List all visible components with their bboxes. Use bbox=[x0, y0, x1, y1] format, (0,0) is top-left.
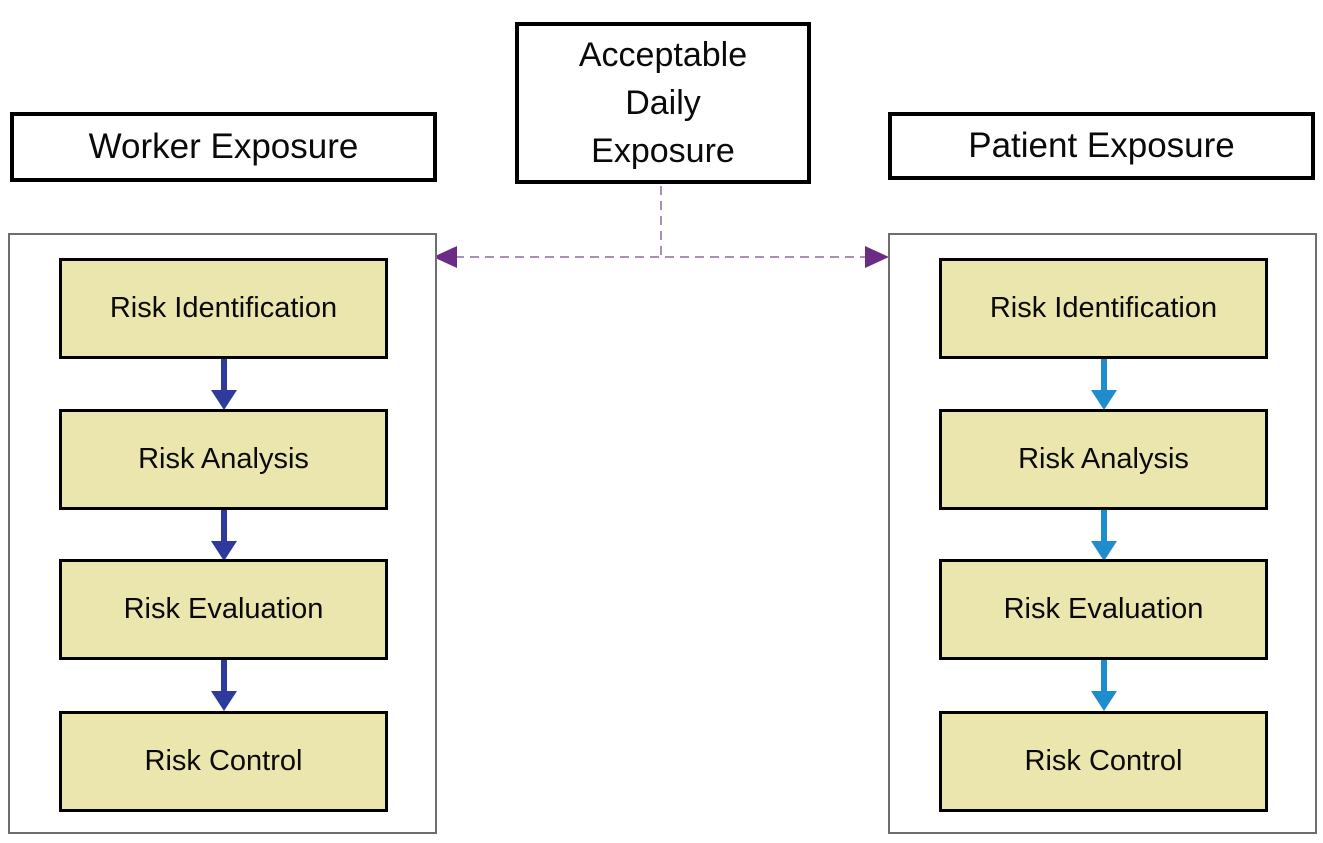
worker-down-arrow-icon bbox=[211, 660, 237, 711]
patient-step-label-3: Risk Evaluation bbox=[1003, 593, 1204, 625]
ade-line-3: Exposure bbox=[591, 132, 735, 170]
worker-step-risk-control: Risk Control bbox=[59, 711, 388, 812]
worker-step-risk-evaluation: Risk Evaluation bbox=[59, 559, 388, 660]
worker-step-label-4: Risk Control bbox=[144, 745, 303, 777]
worker-arrow-head bbox=[211, 390, 237, 410]
worker-arrow-head bbox=[211, 691, 237, 711]
connector-right-arrowhead-icon bbox=[865, 246, 889, 268]
patient-arrow-head bbox=[1091, 390, 1117, 410]
patient-step-label-4: Risk Control bbox=[1024, 745, 1183, 777]
patient-exposure-header-box: Patient Exposure bbox=[888, 112, 1315, 180]
worker-step-risk-analysis: Risk Analysis bbox=[59, 409, 388, 510]
worker-arrow-head bbox=[211, 541, 237, 561]
ade-line-2: Daily bbox=[625, 84, 701, 122]
patient-exposure-label: Patient Exposure bbox=[968, 126, 1235, 165]
worker-step-label-2: Risk Analysis bbox=[138, 443, 309, 475]
worker-step-label-3: Risk Evaluation bbox=[123, 593, 324, 625]
patient-step-label-1: Risk Identification bbox=[989, 292, 1218, 324]
worker-down-arrow-icon bbox=[211, 510, 237, 561]
patient-step-risk-identification: Risk Identification bbox=[939, 258, 1268, 359]
patient-step-label-2: Risk Analysis bbox=[1018, 443, 1189, 475]
patient-step-risk-analysis: Risk Analysis bbox=[939, 409, 1268, 510]
worker-flow-container: Risk Identification Risk Analysis Risk E… bbox=[8, 233, 437, 834]
worker-exposure-label: Worker Exposure bbox=[88, 127, 359, 166]
connector-dashed-arrows bbox=[433, 186, 889, 268]
worker-exposure-header-box: Worker Exposure bbox=[10, 112, 437, 182]
patient-arrow-head bbox=[1091, 541, 1117, 561]
worker-step-label-1: Risk Identification bbox=[109, 292, 338, 324]
patient-down-arrow-icon bbox=[1091, 660, 1117, 711]
patient-arrow-head bbox=[1091, 691, 1117, 711]
patient-step-risk-evaluation: Risk Evaluation bbox=[939, 559, 1268, 660]
connector-left-arrowhead-icon bbox=[433, 246, 457, 268]
worker-down-arrow-icon bbox=[211, 359, 237, 410]
patient-flow-container: Risk Identification Risk Analysis Risk E… bbox=[888, 233, 1317, 834]
acceptable-daily-exposure-box: Acceptable Daily Exposure bbox=[515, 22, 811, 184]
patient-down-arrow-icon bbox=[1091, 359, 1117, 410]
patient-step-risk-control: Risk Control bbox=[939, 711, 1268, 812]
worker-step-risk-identification: Risk Identification bbox=[59, 258, 388, 359]
patient-down-arrow-icon bbox=[1091, 510, 1117, 561]
ade-line-1: Acceptable bbox=[578, 36, 748, 74]
